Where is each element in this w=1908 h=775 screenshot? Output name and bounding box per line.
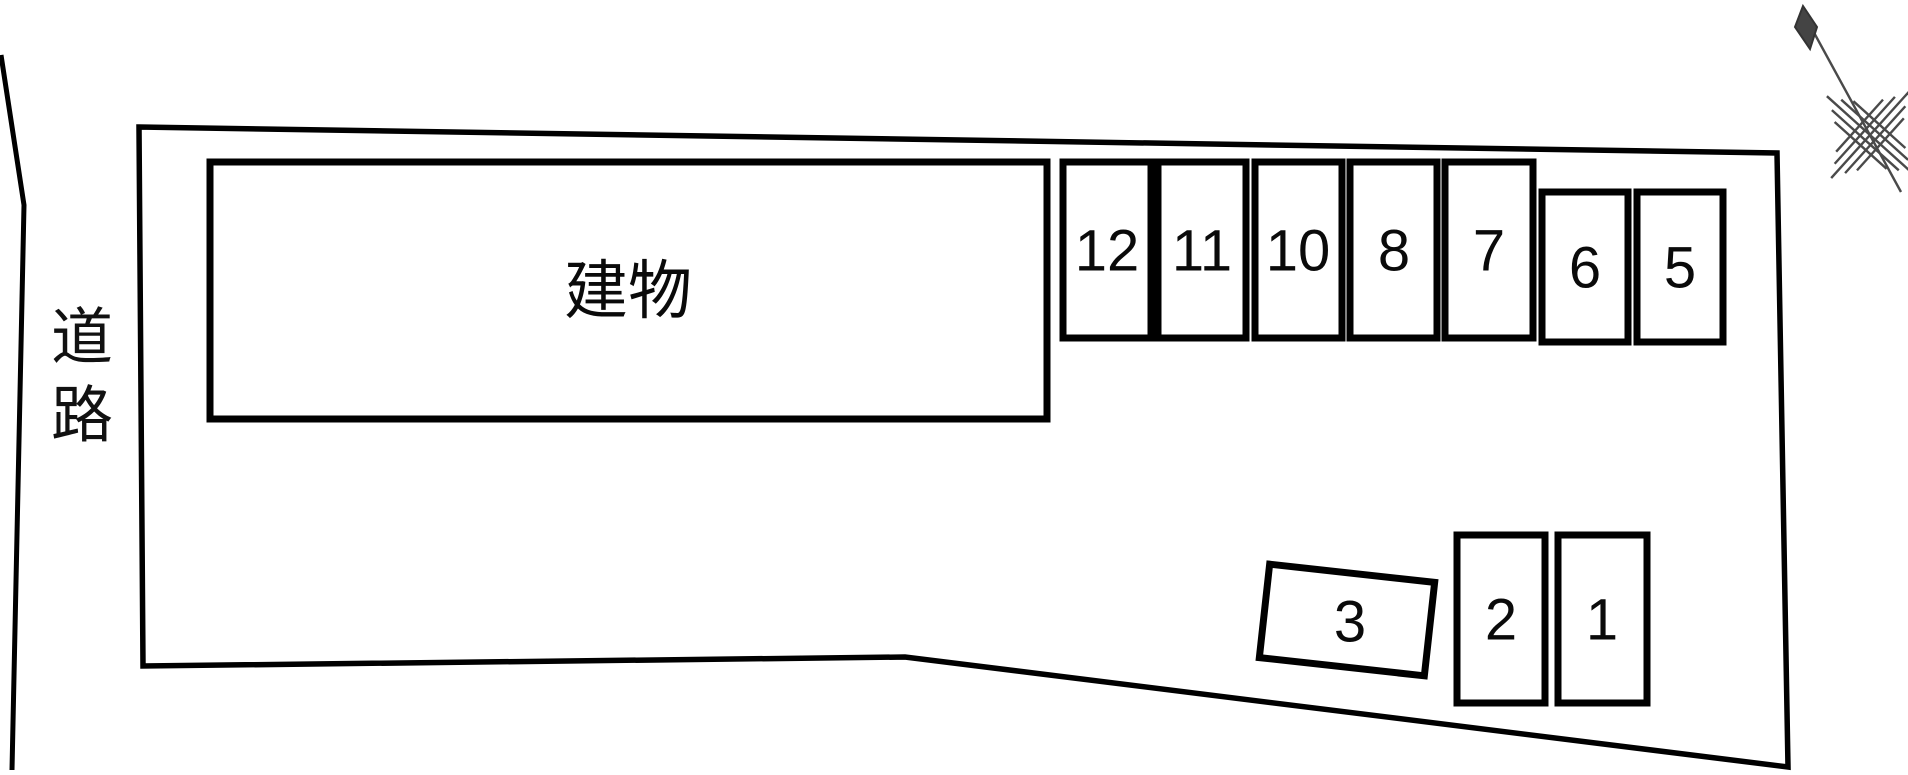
- parking-space-label-7: 7: [1473, 219, 1505, 284]
- road-label: 道路: [41, 304, 110, 460]
- parking-row-bottom: 3 2 1: [1255, 531, 1651, 707]
- parking-space-box-10: [1251, 158, 1346, 342]
- parking-space-label-2: 2: [1485, 588, 1517, 653]
- parking-space-box-1: [1554, 531, 1651, 707]
- parking-space-label-1: 1: [1586, 588, 1618, 653]
- parking-space-label-12: 12: [1075, 219, 1140, 284]
- parking-space-box-5: [1633, 188, 1727, 346]
- parking-space-label-3: 3: [1334, 590, 1366, 655]
- building-label: 建物: [564, 255, 692, 327]
- building-rect: [206, 158, 1051, 423]
- parking-space-box-3: [1255, 560, 1439, 680]
- compass-shaft: [1804, 17, 1903, 193]
- parking-space-box-7: [1441, 158, 1537, 342]
- compass-arrowhead: [1793, 3, 1819, 52]
- parking-space-box-2: [1453, 531, 1549, 707]
- parking-row-top: 12 11 10 8 7 6 5: [1059, 158, 1727, 346]
- north-arrow-icon: [1793, 3, 1908, 193]
- site-outline: [136, 124, 1791, 771]
- parking-space-box-6: [1538, 188, 1632, 346]
- parking-space-label-6: 6: [1569, 236, 1601, 301]
- parking-space-label-8: 8: [1378, 219, 1410, 284]
- compass-hatch-cross: [1826, 91, 1908, 179]
- parking-space-box-11: [1154, 158, 1250, 342]
- parking-space-label-10: 10: [1266, 219, 1331, 284]
- parking-space-label-5: 5: [1664, 236, 1696, 301]
- parking-space-box-8: [1346, 158, 1441, 342]
- parking-space-label-11: 11: [1172, 219, 1232, 284]
- parking-space-box-12: [1059, 158, 1155, 342]
- road-boundary-line: [0, 54, 27, 771]
